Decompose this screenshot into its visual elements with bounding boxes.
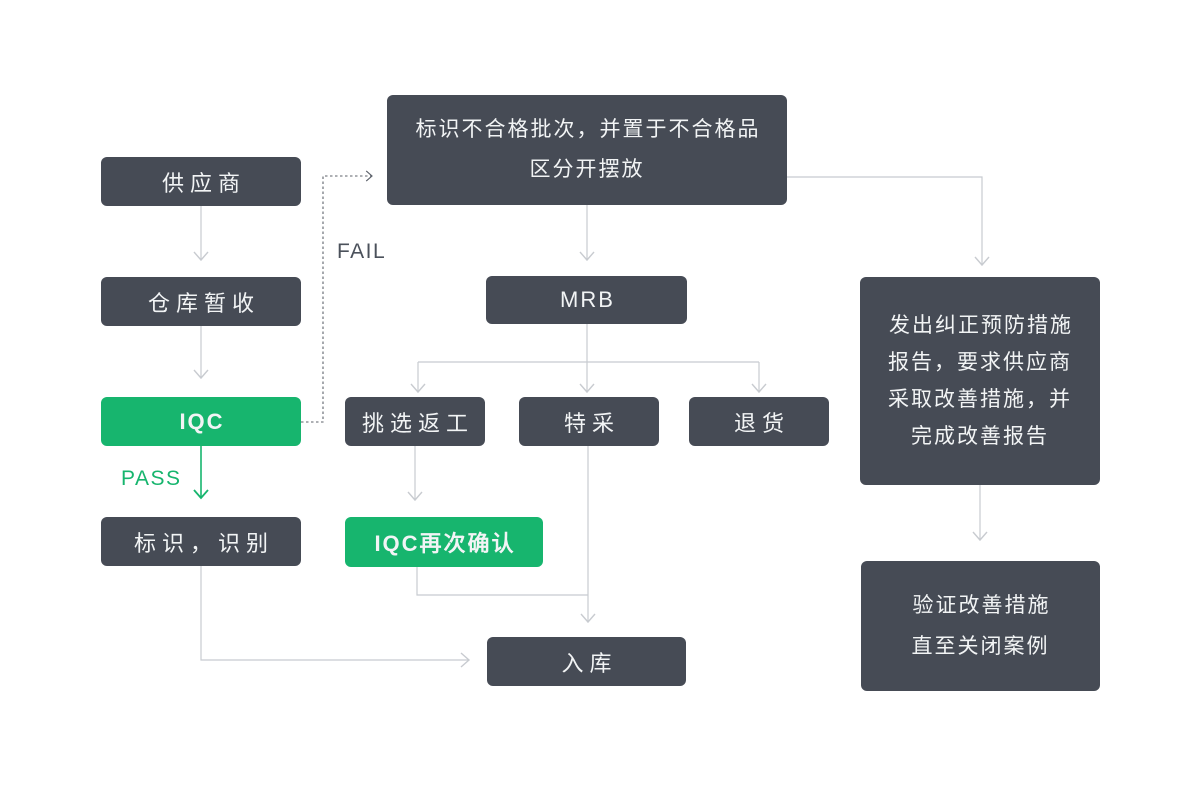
node-sort-rework: 挑选返工 bbox=[345, 397, 485, 446]
node-iqc: IQC bbox=[101, 397, 301, 446]
node-special-acceptance: 特采 bbox=[519, 397, 659, 446]
node-supplier-label: 供应商 bbox=[161, 170, 246, 196]
node-mark-identify: 标识，识别 bbox=[101, 517, 301, 566]
edge-nonconforming-to-capa bbox=[787, 176, 990, 267]
edge-recheck-join bbox=[416, 567, 588, 596]
node-nonconforming: 标识不合格批次，并置于不合格品 区分开摆放 bbox=[387, 95, 787, 205]
node-capa-label: 发出纠正预防措施 报告，要求供应商 采取改善措施，并 完成改善报告 bbox=[888, 314, 1073, 448]
edge-iqc-fail-to-nonconforming bbox=[301, 170, 373, 423]
node-verify-close: 验证改善措施 直至关闭案例 bbox=[861, 561, 1100, 691]
node-verify-close-label: 验证改善措施 直至关闭案例 bbox=[911, 594, 1051, 658]
node-warehouse-receive: 仓库暂收 bbox=[101, 277, 301, 326]
edge-mark-to-storage bbox=[200, 566, 471, 668]
node-mrb-label: MRB bbox=[560, 287, 615, 312]
node-warehouse-in: 入库 bbox=[487, 637, 686, 686]
node-mark-identify-label: 标识，识别 bbox=[133, 530, 274, 556]
node-iqc-label: IQC bbox=[179, 408, 225, 434]
node-iqc-recheck-label: IQC再次确认 bbox=[374, 531, 516, 556]
node-special-acceptance-label: 特采 bbox=[563, 410, 620, 436]
edge-label-pass: PASS bbox=[121, 467, 182, 490]
edge-label-fail: FAIL bbox=[337, 240, 387, 263]
node-iqc-recheck: IQC再次确认 bbox=[345, 517, 543, 567]
node-mrb: MRB bbox=[486, 276, 687, 324]
node-warehouse-in-label: 入库 bbox=[561, 650, 618, 676]
node-warehouse-receive-label: 仓库暂收 bbox=[147, 290, 260, 316]
node-return-goods: 退货 bbox=[689, 397, 829, 446]
node-nonconforming-label: 标识不合格批次，并置于不合格品 区分开摆放 bbox=[415, 118, 761, 181]
node-return-goods-label: 退货 bbox=[733, 410, 790, 436]
node-supplier: 供应商 bbox=[101, 157, 301, 206]
node-sort-rework-label: 挑选返工 bbox=[361, 410, 474, 436]
node-capa: 发出纠正预防措施 报告，要求供应商 采取改善措施，并 完成改善报告 bbox=[860, 277, 1100, 485]
